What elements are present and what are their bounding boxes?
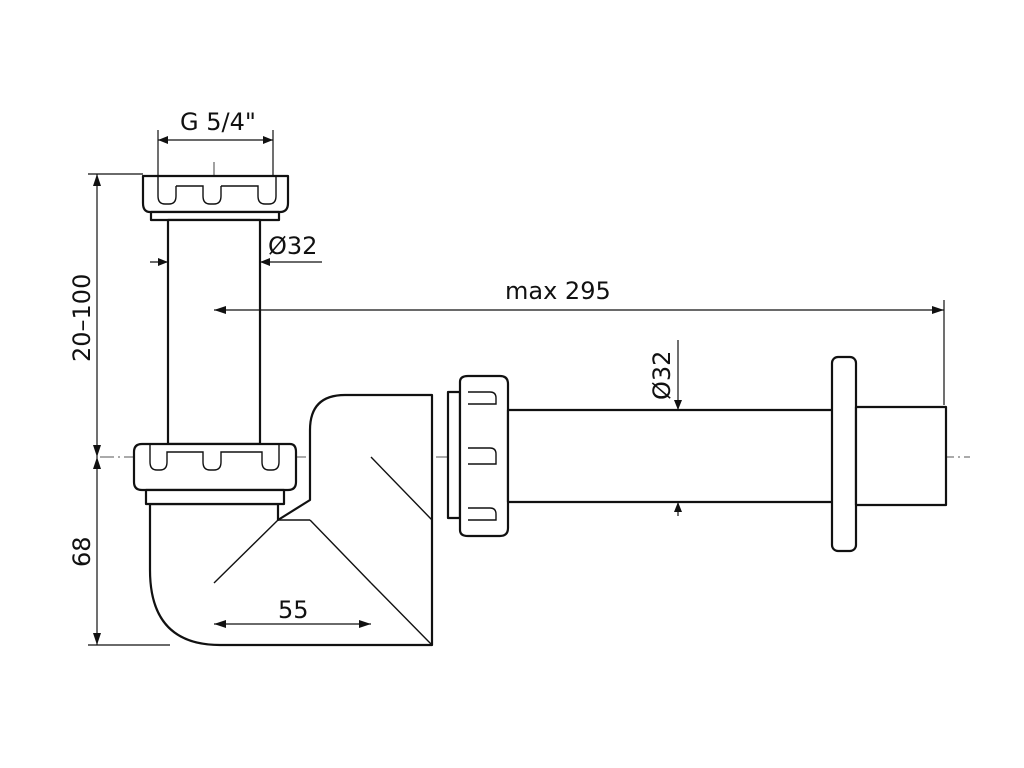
dim-outlet-diameter	[674, 340, 682, 516]
height-adjust-label: 20–100	[68, 274, 96, 362]
outlet-nut	[446, 374, 510, 538]
dim-offset	[214, 620, 371, 628]
max-length-label: max 295	[505, 277, 611, 305]
dim-height-adjust	[88, 173, 143, 457]
top-nut	[141, 174, 290, 222]
lower-nut	[132, 442, 298, 506]
dim-max-length	[214, 300, 945, 405]
trap-cone	[213, 519, 279, 584]
thread-label: G 5/4"	[180, 108, 256, 136]
outlet-pipe	[506, 408, 838, 504]
trap-height-label: 68	[68, 536, 96, 567]
dim-inlet-diameter	[150, 258, 322, 266]
outlet-pipe-end	[854, 405, 948, 507]
inlet-pipe	[166, 218, 262, 446]
dim-thread	[157, 130, 274, 176]
offset-label: 55	[278, 596, 309, 624]
outlet-diameter-label: Ø32	[648, 351, 676, 400]
wall-flange	[830, 355, 858, 553]
inlet-diameter-label: Ø32	[268, 232, 317, 260]
dim-trap-height	[88, 457, 170, 646]
